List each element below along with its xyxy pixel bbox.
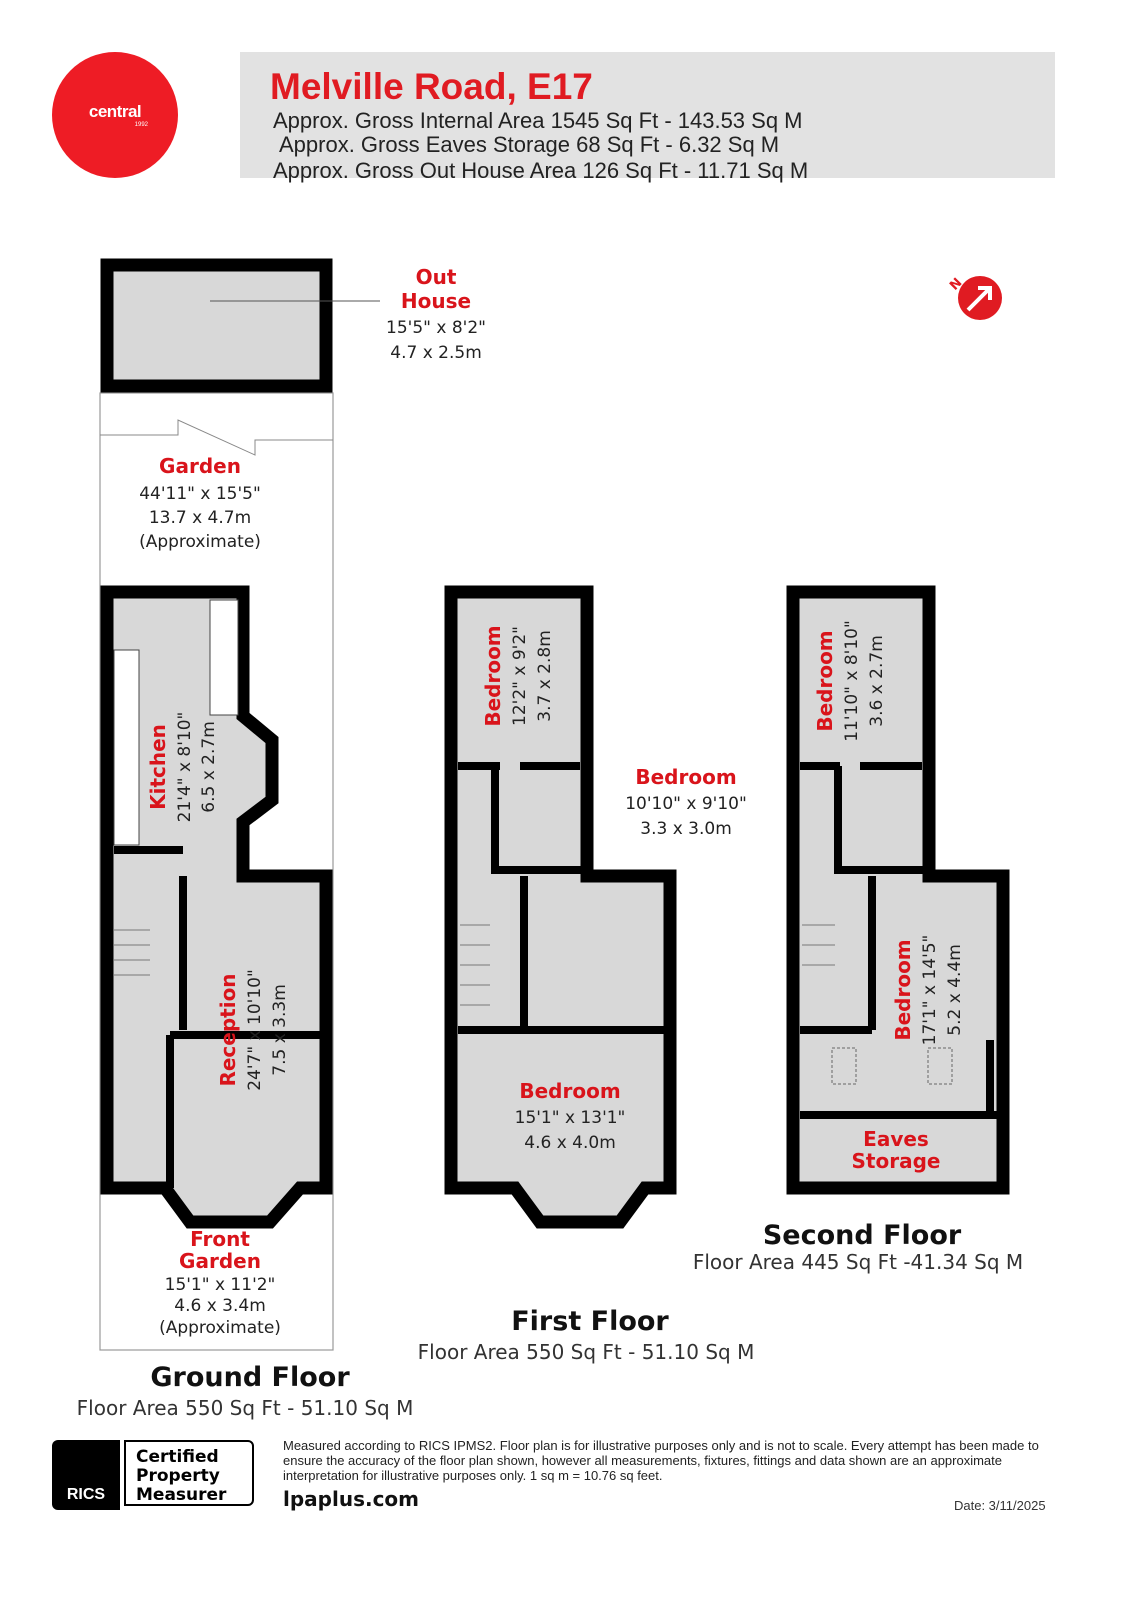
svg-text:Bedroom: Bedroom (891, 939, 915, 1040)
brand-logo: central 1992 (52, 52, 178, 178)
first-floor-title: First Floor (511, 1306, 669, 1337)
svg-text:Reception: Reception (216, 973, 240, 1086)
svg-text:21'4" x 8'10": 21'4" x 8'10" (175, 712, 195, 823)
ground-floor-plan: Garden 44'11" x 15'5" 13.7 x 4.7m (Appro… (99, 258, 486, 1351)
svg-text:Storage: Storage (852, 1149, 941, 1173)
plan-date: Date: 3/11/2025 (954, 1498, 1046, 1513)
svg-text:11'10" x 8'10": 11'10" x 8'10" (842, 620, 862, 742)
svg-text:15'1" x 11'2": 15'1" x 11'2" (165, 1275, 276, 1295)
svg-text:Bedroom: Bedroom (481, 625, 505, 726)
svg-text:Kitchen: Kitchen (146, 724, 170, 810)
logo-year: 1992 (134, 122, 148, 128)
svg-text:4.7 x 2.5m: 4.7 x 2.5m (390, 343, 482, 363)
outhouse-walls (100, 258, 333, 393)
svg-text:5.2 x 4.4m: 5.2 x 4.4m (945, 944, 965, 1036)
svg-text:(Approximate): (Approximate) (139, 532, 261, 552)
first-floor-walls (444, 585, 677, 1229)
svg-text:House: House (401, 289, 471, 313)
svg-text:4.6 x 4.0m: 4.6 x 4.0m (524, 1133, 616, 1153)
second-floor-title: Second Floor (763, 1220, 962, 1251)
eaves-area: Approx. Gross Eaves Storage 68 Sq Ft - 6… (279, 132, 780, 157)
first-floor-area: Floor Area 550 Sq Ft - 51.10 Sq M (418, 1340, 755, 1364)
svg-text:4.6 x 3.4m: 4.6 x 3.4m (174, 1296, 266, 1316)
svg-text:12'2" x 9'2": 12'2" x 9'2" (510, 626, 530, 726)
internal-area: Approx. Gross Internal Area 1545 Sq Ft -… (273, 108, 803, 133)
svg-text:(Approximate): (Approximate) (159, 1318, 281, 1338)
disclaimer: Measured according to RICS IPMS2. Floor … (283, 1438, 1039, 1483)
svg-text:Bedroom: Bedroom (635, 765, 736, 789)
svg-text:17'1" x 14'5": 17'1" x 14'5" (920, 935, 940, 1046)
ground-floor-title: Ground Floor (150, 1362, 350, 1393)
second-floor-plan: Bedroom 11'10" x 8'10" 3.6 x 2.7m Bedroo… (786, 585, 1010, 1195)
svg-text:15'1" x 13'1": 15'1" x 13'1" (515, 1108, 626, 1128)
first-floor-plan: Bedroom 12'2" x 9'2" 3.7 x 2.8m Bedroom … (444, 585, 747, 1229)
svg-text:Eaves: Eaves (863, 1127, 929, 1151)
second-floor-area: Floor Area 445 Sq Ft -41.34 Sq M (693, 1250, 1023, 1274)
ground-floor-walls (100, 585, 333, 1229)
svg-text:6.5 x 2.7m: 6.5 x 2.7m (199, 721, 219, 813)
svg-text:Garden: Garden (179, 1249, 261, 1273)
svg-text:Bedroom: Bedroom (519, 1079, 620, 1103)
svg-text:Garden: Garden (159, 454, 241, 478)
svg-text:10'10" x 9'10": 10'10" x 9'10" (625, 794, 747, 814)
outhouse-area: Approx. Gross Out House Area 126 Sq Ft -… (273, 158, 809, 183)
svg-text:13.7 x 4.7m: 13.7 x 4.7m (149, 508, 251, 528)
svg-text:24'7" x 10'10": 24'7" x 10'10" (245, 969, 265, 1091)
rics-badge: RICS Certified Property Measurer (52, 1440, 258, 1510)
svg-text:Front: Front (190, 1227, 250, 1251)
svg-text:7.5 x 3.3m: 7.5 x 3.3m (270, 984, 290, 1076)
header-panel: Melville Road, E17 Approx. Gross Interna… (240, 52, 1055, 183)
svg-text:Out: Out (416, 265, 457, 289)
second-floor-walls (786, 585, 1010, 1195)
logo-text: central (88, 102, 142, 121)
svg-text:15'5" x 8'2": 15'5" x 8'2" (386, 318, 486, 338)
ground-floor-area: Floor Area 550 Sq Ft - 51.10 Sq M (77, 1396, 414, 1420)
svg-text:3.7 x 2.8m: 3.7 x 2.8m (535, 630, 555, 722)
website-link[interactable]: lpaplus.com (283, 1487, 420, 1511)
property-title: Melville Road, E17 (270, 66, 593, 107)
svg-text:3.6 x 2.7m: 3.6 x 2.7m (867, 635, 887, 727)
svg-text:44'11" x 15'5": 44'11" x 15'5" (139, 484, 261, 504)
svg-text:Bedroom: Bedroom (813, 630, 837, 731)
north-arrow-icon: N (947, 275, 1002, 320)
svg-text:3.3 x 3.0m: 3.3 x 3.0m (640, 819, 732, 839)
